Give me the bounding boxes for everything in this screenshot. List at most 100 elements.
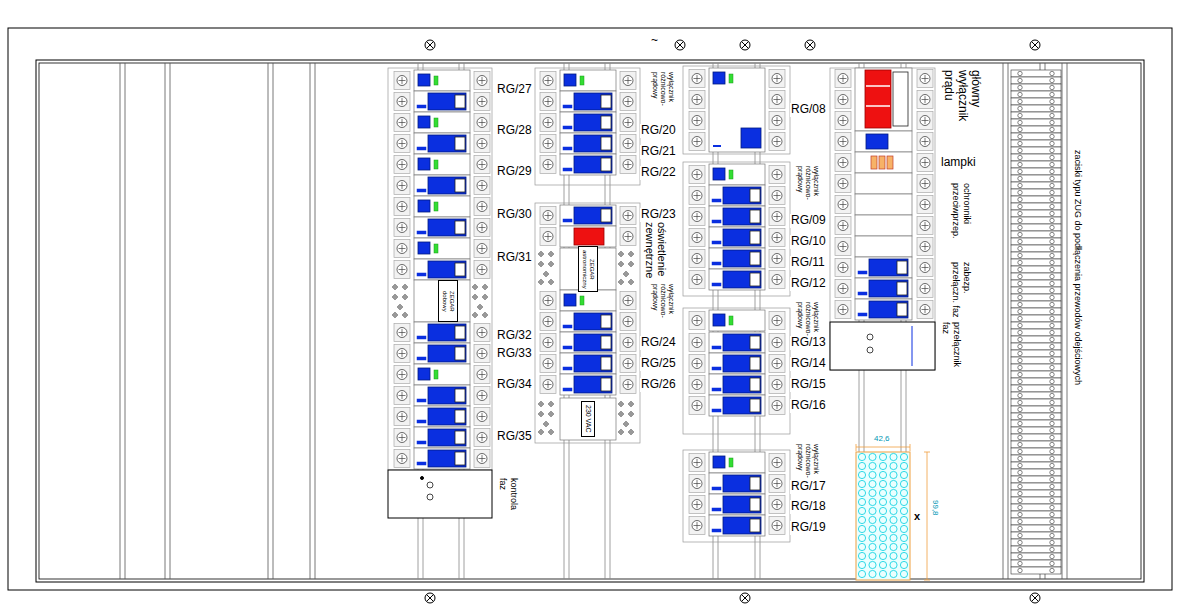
terminal-screw [920, 179, 930, 189]
module-body [709, 310, 765, 331]
terminal-screw-slot [402, 392, 403, 399]
module-body [560, 332, 616, 353]
terminal-screw-slot [548, 140, 549, 147]
terminal-marker [402, 294, 408, 300]
phase-switch-indicator [867, 347, 873, 353]
mounting-screw [805, 40, 815, 50]
terminal-screw [477, 391, 487, 401]
terminal-marker [628, 411, 634, 417]
terminal [917, 70, 933, 88]
breaker-marking [417, 231, 426, 234]
terminal [394, 387, 410, 405]
terminal-screw-slot [402, 119, 403, 126]
zug-terminal-screw [1018, 435, 1022, 439]
terminal-hole [869, 489, 876, 496]
zug-terminal-screw [1050, 477, 1054, 481]
terminal [394, 93, 410, 111]
terminal-hole [869, 534, 876, 541]
din-rail [1067, 63, 1068, 579]
zug-terminal [1011, 525, 1061, 532]
breaker-body [869, 301, 908, 318]
terminal [474, 114, 490, 132]
module-body [855, 236, 912, 257]
terminal-screw [397, 433, 407, 443]
cable-duct-line [125, 63, 126, 579]
terminal-hole [890, 534, 897, 541]
circuit-label: x [913, 510, 921, 523]
circuit-label: RG/24 [640, 336, 677, 350]
terminal-screw-slot [777, 459, 778, 466]
mounting-screw [740, 593, 750, 603]
terminal-screw-slot [777, 171, 778, 178]
zug-terminal [1011, 469, 1061, 476]
zug-terminal [1011, 448, 1061, 455]
zug-terminal [1011, 364, 1061, 371]
breaker-body [574, 313, 612, 330]
mounting-screw [1030, 40, 1040, 50]
module-body [414, 238, 470, 259]
phase-switch [830, 322, 935, 370]
terminal-hole [869, 525, 876, 532]
phase-switch-marking [912, 326, 913, 366]
zug-terminal [1011, 182, 1061, 189]
terminal-screw-slot [843, 264, 844, 271]
zug-terminal-screw [1050, 372, 1054, 376]
terminal-screw [838, 179, 848, 189]
terminal [474, 240, 490, 258]
zug-terminal-screw [1050, 344, 1054, 348]
breaker-marking [417, 273, 426, 276]
terminal-screw [772, 116, 782, 126]
terminal-screw-slot [697, 117, 698, 124]
zug-terminal [1011, 322, 1061, 329]
phase-monitor-indicator [421, 477, 424, 480]
zug-terminal [1011, 84, 1061, 91]
breaker-toggle [601, 116, 611, 129]
terminal-screw [623, 338, 633, 348]
zug-terminal-screw [1018, 211, 1022, 215]
zug-terminal-screw [1050, 148, 1054, 152]
terminal-hole [869, 543, 876, 550]
module-body [414, 343, 470, 364]
terminal-screw-slot [843, 285, 844, 292]
module-body [709, 494, 765, 515]
terminal-screw [838, 242, 848, 252]
module-body [709, 164, 765, 185]
zug-terminal-screw [1050, 267, 1054, 271]
zug-terminal [1011, 154, 1061, 161]
switch-lever [866, 134, 888, 149]
terminal-hole [879, 462, 886, 469]
switch-lever [713, 456, 725, 468]
terminal-screw-slot [777, 192, 778, 199]
terminal [394, 240, 410, 258]
terminal-hole [890, 489, 897, 496]
breaker-toggle [455, 452, 465, 465]
mounting-screw [425, 593, 435, 603]
module-body [560, 205, 616, 226]
circuit-label: RG/16 [790, 399, 827, 413]
zug-terminal [1011, 301, 1061, 308]
zug-terminal-screw [1018, 71, 1022, 75]
terminal-screw [772, 338, 782, 348]
terminal [835, 154, 851, 172]
terminal [769, 166, 785, 184]
dimension-tick [910, 444, 911, 451]
terminal-screw-slot [697, 501, 698, 508]
terminal-screw [692, 338, 702, 348]
circuit-label: RG/34 [496, 378, 533, 392]
breaker-body [723, 376, 761, 393]
zug-terminal [1011, 329, 1061, 336]
terminal-marker [397, 304, 403, 310]
terminal-marker [628, 401, 634, 407]
terminal-screw-slot [843, 96, 844, 103]
terminal-marker [623, 271, 629, 277]
terminal-screw [543, 317, 553, 327]
terminal-screw-slot [548, 360, 549, 367]
terminal-screw-slot [777, 234, 778, 241]
circuit-label: RG/22 [640, 166, 677, 180]
module-body [855, 299, 912, 320]
mounting-screw-cross [1032, 42, 1039, 49]
terminal-screw [772, 401, 782, 411]
vertical-note: wyłącznik różnicowo-prądowy [650, 72, 676, 112]
zug-terminal-screw [1050, 302, 1054, 306]
zug-terminal-screw [1050, 218, 1054, 222]
